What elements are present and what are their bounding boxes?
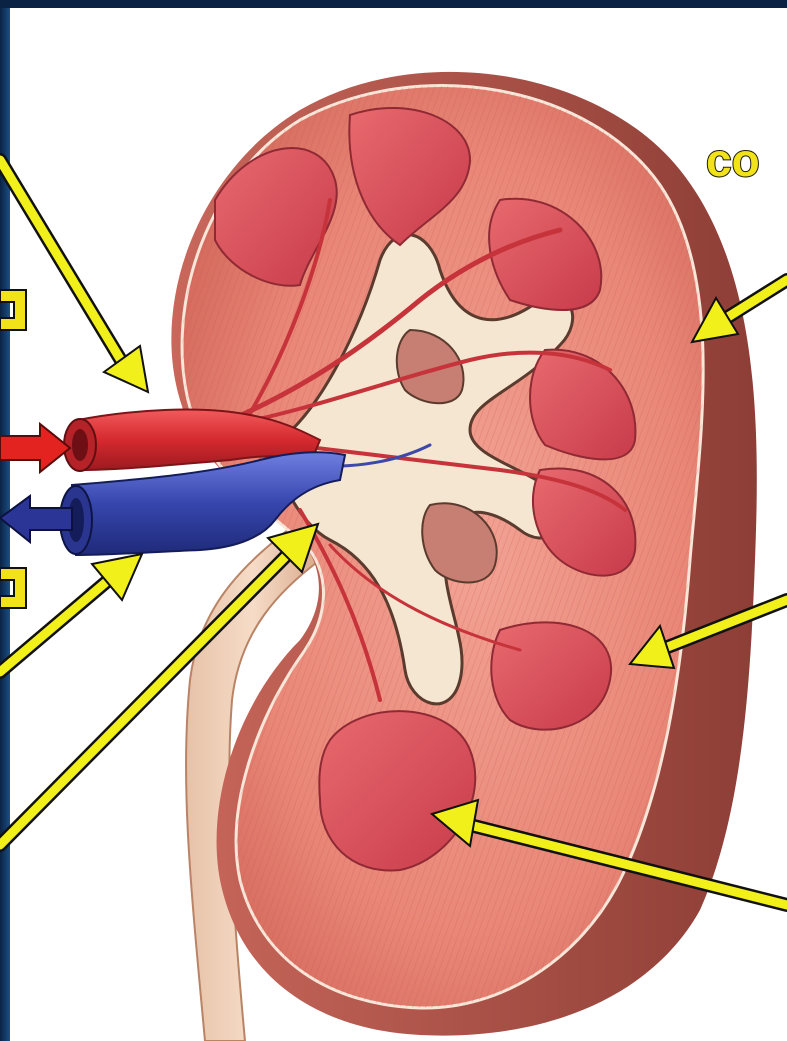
pointer-arrow-artery (0, 160, 148, 392)
cortex-label: co (706, 134, 760, 186)
cut-label-fragment-2 (0, 568, 26, 608)
red-arrow-right-icon (0, 424, 70, 472)
cut-label-fragment-1 (0, 290, 26, 330)
